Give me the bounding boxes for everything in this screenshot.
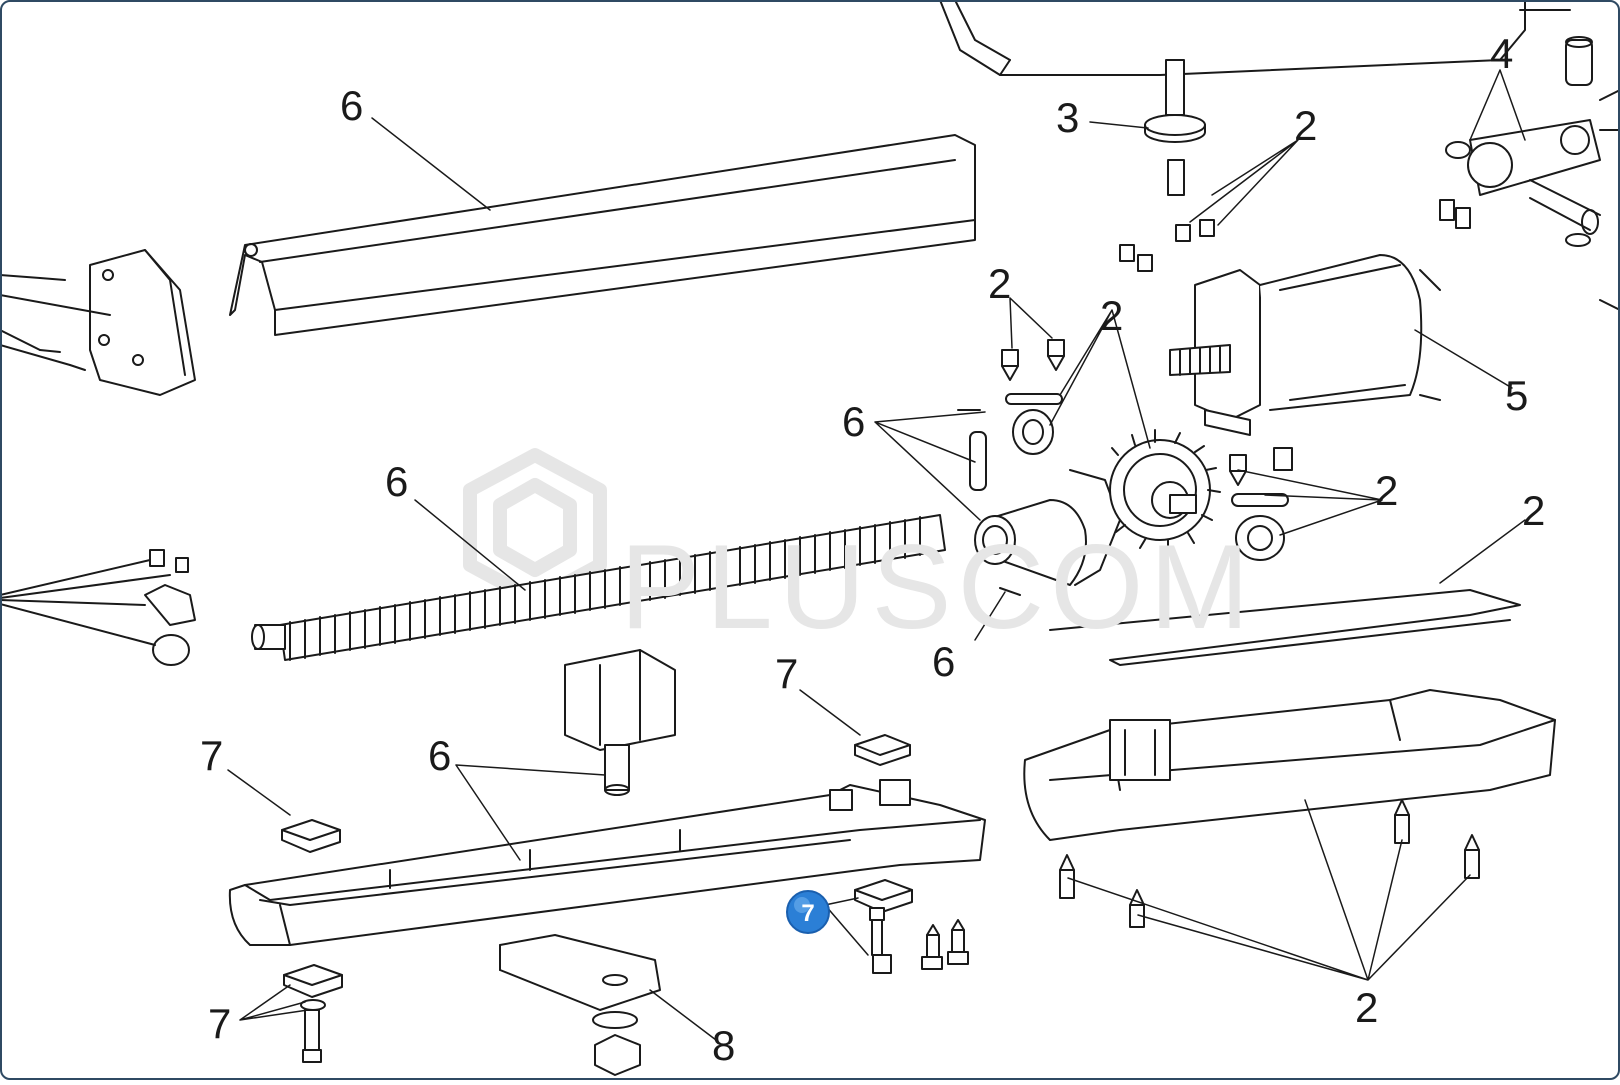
motor xyxy=(1169,254,1441,436)
callout-5-motor: 5 xyxy=(1505,372,1528,419)
callout-2-wire: 2 xyxy=(1522,487,1545,534)
callout-6-clip: 6 xyxy=(932,638,955,685)
selected-callout-badge[interactable]: 7 xyxy=(786,890,830,934)
callout-2-screws: 2 xyxy=(988,260,1011,307)
callout-6-rod: 6 xyxy=(385,458,408,505)
threaded-rod xyxy=(251,514,946,661)
pin-part xyxy=(1144,59,1206,143)
screw-group-bottom xyxy=(300,907,969,1063)
callout-7-nut-bottom: 7 xyxy=(208,1000,231,1047)
top-housing xyxy=(939,0,1571,76)
callout-7-nut-left: 7 xyxy=(200,732,223,779)
slider-block xyxy=(564,649,676,796)
clamp-part xyxy=(0,549,196,666)
callout-3-pin: 3 xyxy=(1056,94,1079,141)
square-nuts xyxy=(281,734,913,998)
screw-group-right xyxy=(1229,447,1293,561)
end-cap xyxy=(0,249,196,396)
top-cover xyxy=(229,134,976,336)
callout-4-lever: 4 xyxy=(1490,30,1513,77)
callout-7-nut-top: 7 xyxy=(775,650,798,697)
watermark-text: PLUSCOM xyxy=(620,520,1255,654)
callout-2-gear: 2 xyxy=(1100,292,1123,339)
watermark-logo xyxy=(463,448,607,607)
callout-8-plate: 8 xyxy=(712,1022,735,1069)
lever-assembly xyxy=(1439,36,1620,311)
callout-labels: 6 3 2 4 2 2 5 6 6 2 2 6 7 7 6 7 8 2 xyxy=(200,30,1545,1069)
callout-6-rail: 6 xyxy=(428,732,451,779)
leader-lines xyxy=(227,69,1526,1041)
wire-loop xyxy=(999,587,1521,666)
badge-label: 7 xyxy=(801,900,814,927)
callout-6-cover: 6 xyxy=(340,82,363,129)
bottom-rail xyxy=(228,779,986,946)
callout-2-bracket: 2 xyxy=(1294,102,1317,149)
screw-group-upper xyxy=(957,159,1215,491)
screw-group-housing xyxy=(1059,799,1480,928)
gear-assembly xyxy=(974,429,1221,586)
base-plate xyxy=(499,934,661,1076)
callout-2-housing: 2 xyxy=(1355,984,1378,1031)
callout-2-bushing: 2 xyxy=(1375,467,1398,514)
bottom-housing xyxy=(1023,689,1556,841)
callout-6-pins: 6 xyxy=(842,398,865,445)
